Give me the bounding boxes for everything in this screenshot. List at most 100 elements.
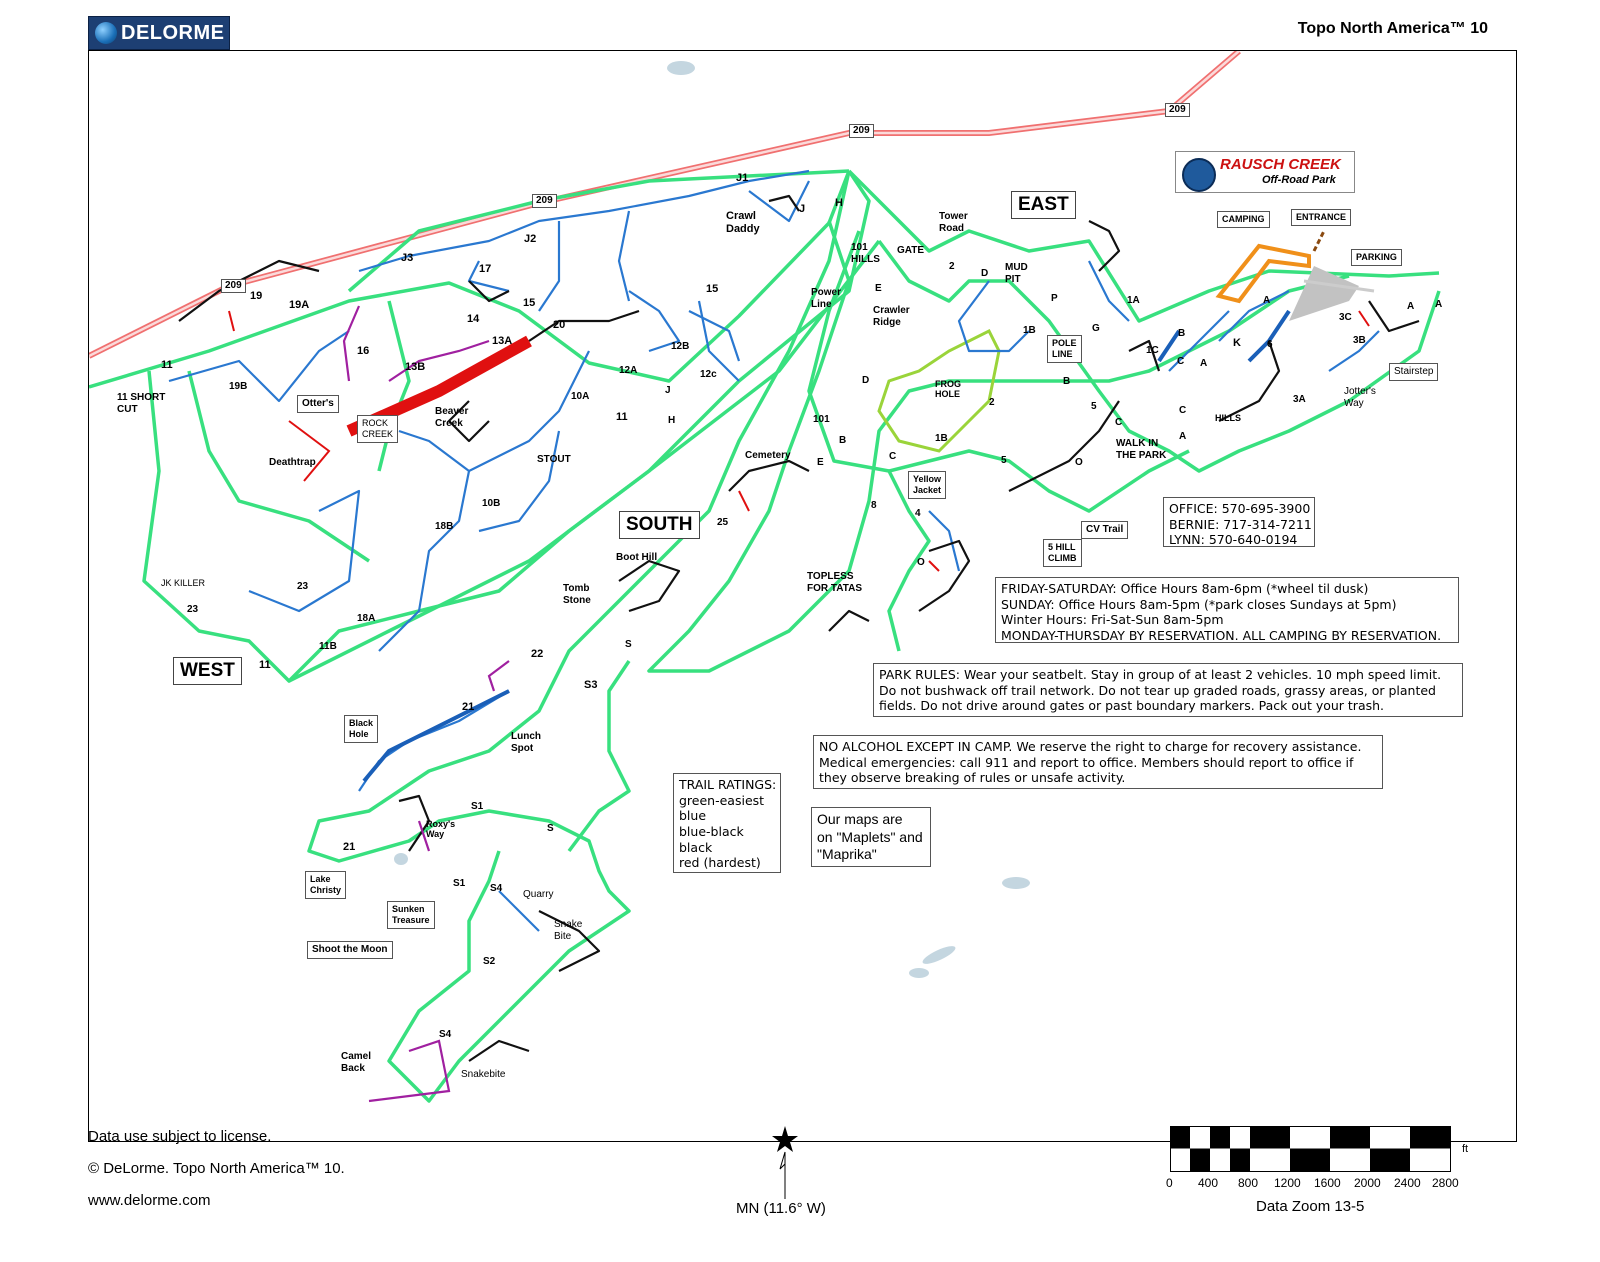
trail-label-a: A: [1435, 299, 1443, 310]
trail-label-snake-bite: Snake Bite: [554, 919, 583, 942]
trail-label-4: 4: [915, 508, 921, 519]
trail-label-1a: 1A: [1127, 295, 1140, 306]
scale-bar-blocks: [1170, 1126, 1450, 1172]
trail-1a-black: [1088, 220, 1121, 272]
trail-label-g: G: [1092, 323, 1100, 334]
maps-note-line: on "Maplets" and: [817, 828, 923, 845]
trail-label-mud-pit: MUD PIT: [1005, 262, 1028, 285]
trail-label-j2: J2: [524, 233, 537, 245]
trail-label-frog-hole: FROG HOLE: [935, 379, 961, 400]
region-east-label: EAST: [1011, 191, 1076, 219]
trail-label-jotters-way: Jotter's Way: [1344, 386, 1376, 409]
hours-line: MONDAY-THURSDAY BY RESERVATION. ALL CAMP…: [1001, 627, 1442, 643]
trail-label-22: 22: [531, 648, 544, 660]
callout-pole-line: POLE LINE: [1047, 335, 1082, 363]
rules-line: Do not bushwack off trail network. Do no…: [879, 682, 1436, 698]
trail-cemetery-red: [738, 490, 750, 512]
trail-label-c: C: [1115, 417, 1123, 428]
trail-label-o: O: [1075, 457, 1083, 468]
trail-12c: [688, 310, 741, 362]
trail-b: [647, 220, 1350, 673]
trail-label-18a: 18A: [357, 613, 376, 624]
alcohol-line: Medical emergencies: call 911 and report…: [819, 754, 1354, 770]
trail-23: [187, 370, 370, 563]
trail-label-jk-killer: JK KILLER: [161, 578, 206, 588]
callout-shoot-the-moon: Shoot the Moon: [307, 941, 393, 959]
trail-label-roxys-way: Roxy's Way: [426, 819, 456, 840]
trail-j2: [538, 221, 561, 312]
brand-name: DELORME: [121, 21, 225, 44]
trail-label-3b: 3B: [1353, 335, 1366, 346]
trail-label-snakebite: Snakebite: [461, 1069, 506, 1080]
trail-label-12c: 12c: [700, 369, 717, 380]
pond: [1002, 877, 1030, 889]
ratings-title: TRAIL RATINGS:: [679, 777, 777, 792]
camping-area: [1215, 243, 1311, 304]
rating-red: red (hardest): [679, 855, 761, 871]
star-icon: [772, 1126, 798, 1152]
callout-parking: PARKING: [1351, 249, 1402, 266]
trail-label-16: 16: [357, 345, 370, 357]
trail-crawl-daddy: [748, 180, 810, 223]
trail-label-s3: S3: [584, 679, 598, 691]
region-west-label: WEST: [173, 657, 242, 685]
trail-snakebite: [368, 1039, 451, 1103]
trail-16-purple: [342, 305, 361, 382]
trail-label-5: 5: [1001, 455, 1007, 466]
trail-22: [487, 660, 510, 692]
frog-hole-loop: [877, 328, 1001, 453]
route-209-shield: 209: [1165, 103, 1190, 117]
trail-label-h-lower: H: [668, 415, 676, 426]
trail-label-10a: 10A: [571, 391, 590, 402]
pond: [922, 946, 956, 964]
trail-label-21: 21: [343, 841, 356, 853]
trail-16: [377, 300, 411, 472]
trail-17-black: [468, 280, 510, 303]
trail-label-1b: 1B: [935, 433, 948, 444]
rating-blue: blue: [679, 808, 707, 824]
rules-line: PARK RULES: Wear your seatbelt. Stay in …: [879, 667, 1442, 682]
callout-5-hill-climb: 5 HILL CLIMB: [1043, 539, 1082, 567]
trail-label-5: 5: [1091, 401, 1097, 412]
trail-label-a: A: [1407, 301, 1415, 312]
parking-road: [1303, 279, 1375, 293]
trail-yellow-jacket-red: [928, 560, 940, 572]
route-209-shield: 209: [532, 194, 557, 208]
trail-label-3a: 3A: [1293, 394, 1306, 405]
trail-label-s: S: [547, 823, 554, 834]
trail-label-14: 14: [467, 313, 480, 325]
trail-label-c: C: [1177, 356, 1185, 367]
trail-label-j-lower: J: [665, 385, 671, 396]
trail-21: [358, 690, 510, 792]
trail-roxys-way: [417, 820, 431, 852]
trail-label-tomb-stone: Tomb Stone: [563, 583, 591, 606]
trail-label-10b: 10B: [482, 498, 501, 509]
delorme-url[interactable]: www.delorme.com: [88, 1192, 211, 1209]
trail-label-hills: HILLS: [1215, 413, 1241, 423]
trail-label-boot-hill: Boot Hill: [616, 552, 658, 563]
trail-label-101-hills: 101 HILLS: [851, 242, 880, 265]
product-title: Topo North America™ 10: [1297, 20, 1488, 37]
copyright[interactable]: © DeLorme. Topo North America™ 10.: [88, 1160, 345, 1177]
trail-label-j3: J3: [401, 252, 414, 264]
trail-k-bold: [1247, 309, 1291, 363]
scale-tick: 1200: [1274, 1176, 1301, 1190]
scale-tick: 1600: [1314, 1176, 1341, 1190]
trail-label-1b: 1B: [1023, 325, 1036, 336]
trail-label-11: 11: [616, 411, 628, 423]
rating-easiest: green-easiest: [679, 792, 765, 808]
trail-label-11: 11: [259, 659, 271, 671]
rating-blue-black: blue-black: [679, 823, 744, 839]
trail-label-8: 8: [871, 500, 877, 511]
trail-map[interactable]: 209 209 209 209 RAUSCH CREEK Off-Road Pa…: [88, 50, 1517, 1142]
trail-topless: [828, 609, 870, 632]
trail-11: [89, 170, 851, 389]
trail-19: [178, 259, 320, 322]
trail-west-loop: [142, 170, 871, 683]
trail-label-c: C: [1179, 405, 1187, 416]
trail-label-b: B: [839, 435, 847, 446]
callout-yellow-jacket: Yellow Jacket: [908, 471, 947, 499]
water-features: [394, 61, 1030, 978]
globe-icon: [95, 22, 117, 44]
trail-ridge: [347, 169, 850, 293]
